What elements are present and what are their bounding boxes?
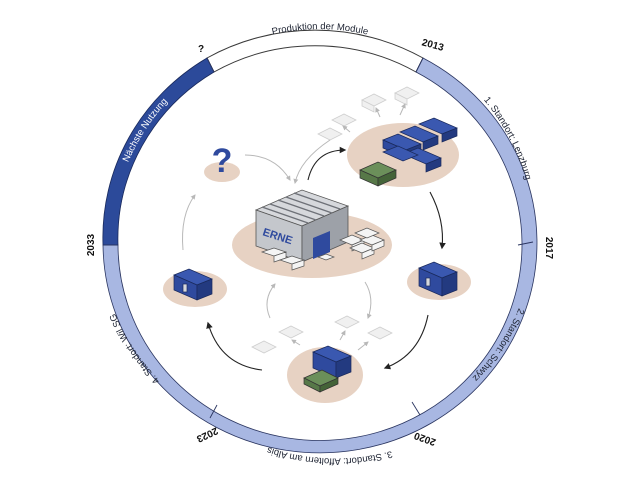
ring-label-produktion: Produktion der Module — [271, 21, 369, 37]
lenzburg-green-building — [359, 161, 397, 187]
arrow-lenzburg-to-schwyz — [429, 191, 446, 250]
site-affoltern — [251, 315, 393, 403]
arrow-affoltern-to-factory — [266, 283, 276, 319]
next-use-ground — [204, 162, 240, 182]
site-wil — [163, 268, 227, 307]
site-lenzburg — [317, 86, 459, 187]
ring-separators — [103, 57, 534, 419]
flow-arrows — [182, 103, 446, 371]
year-label-2020: 2020 — [412, 429, 437, 447]
arrow-wil-to-next — [182, 194, 196, 251]
lenzburg-ghost-modules — [317, 86, 420, 141]
arrow-ghost-lenzburg-1 — [342, 125, 351, 133]
arrow-ghost-lenzburg-3 — [399, 103, 406, 116]
year-label-unknown: ? — [198, 44, 204, 55]
arrow-ghost-lenzburg-2 — [375, 107, 381, 118]
schwyz-modules — [418, 261, 458, 297]
arrow-schwyz-to-affoltern — [383, 314, 429, 370]
lenzburg-modules — [382, 117, 458, 173]
affoltern-green-building — [303, 369, 339, 393]
wil-modules — [173, 268, 213, 301]
affoltern-ghost-modules — [251, 315, 393, 354]
year-label-2017: 2017 — [543, 237, 554, 260]
next-use-group: ? — [204, 142, 240, 182]
year-label-2023: 2023 — [194, 425, 219, 445]
ring-label-schwyz: 2. Standort: Schwyz — [470, 307, 526, 384]
arrow-ghost-affoltern-2 — [339, 330, 346, 341]
arrow-ghost-to-factory-1 — [293, 139, 331, 184]
arrow-next-to-factory — [244, 154, 291, 181]
arrow-factory-to-affoltern — [364, 281, 372, 319]
arrow-factory-to-lenzburg — [307, 146, 347, 181]
site-schwyz — [407, 261, 471, 300]
year-label-2033: 2033 — [86, 233, 97, 256]
factory-group: ERNE — [232, 189, 392, 278]
affoltern-modules — [312, 345, 352, 379]
ring-segment-naechste-nutzung — [102, 57, 215, 246]
arrow-affoltern-to-wil — [206, 321, 263, 371]
year-label-2013: 2013 — [420, 37, 445, 53]
ring-segment-produktion — [206, 29, 424, 73]
question-mark-icon: ? — [212, 142, 233, 180]
arrow-ghost-affoltern-3 — [357, 341, 369, 351]
produced-modules — [260, 227, 385, 271]
arrow-ghost-affoltern-1 — [291, 339, 301, 346]
ring-label-naechste-nutzung: Nächste Nutzung — [121, 96, 170, 164]
